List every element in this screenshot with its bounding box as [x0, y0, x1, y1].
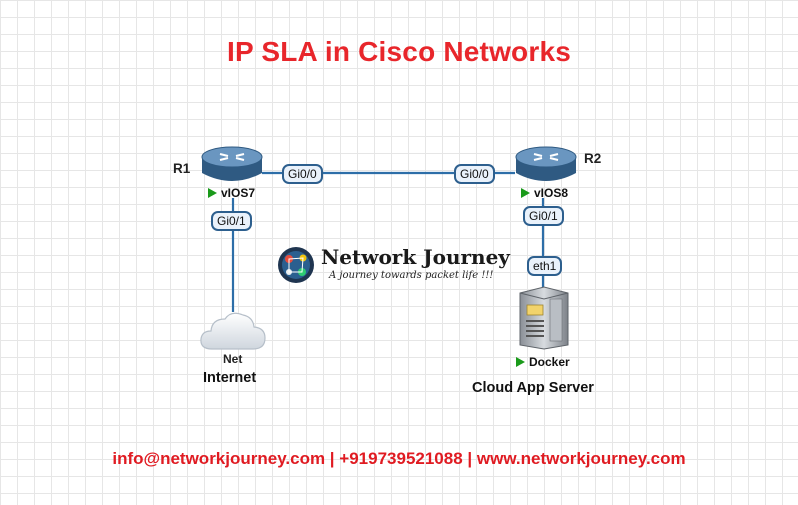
cloud-icon[interactable]: [198, 309, 268, 353]
r2-router-icon[interactable]: [514, 145, 578, 185]
if-r1-gi01: Gi0/1: [211, 211, 252, 231]
server-icon[interactable]: [516, 285, 572, 351]
if-r2-gi00: Gi0/0: [454, 164, 495, 184]
brand-tagline: A journey towards packet life !!!: [329, 270, 494, 281]
internet-caption: Internet: [203, 370, 257, 386]
diagram-title: IP SLA in Cisco Networks: [227, 36, 571, 67]
r2-image: vIOS8: [521, 186, 568, 200]
contact-footer: info@networkjourney.com | +919739521088 …: [112, 449, 686, 468]
cloud-label: Net: [223, 352, 243, 366]
brand-logo-icon: [276, 245, 316, 285]
docker-image: Docker: [516, 355, 570, 369]
play-icon: [516, 357, 525, 367]
docker-image-label: Docker: [529, 355, 570, 369]
if-r1-gi00: Gi0/0: [282, 164, 323, 184]
play-icon: [208, 188, 217, 198]
r1-label: R1: [173, 161, 191, 176]
r2-image-label: vIOS8: [534, 186, 569, 200]
r2-label: R2: [584, 151, 602, 166]
r1-router-icon[interactable]: [200, 145, 264, 185]
docker-caption: Cloud App Server: [472, 380, 594, 396]
r1-image: vIOS7: [208, 186, 255, 200]
if-docker-eth1: eth1: [527, 256, 563, 276]
r1-image-label: vIOS7: [221, 186, 256, 200]
if-r2-gi01: Gi0/1: [523, 206, 564, 226]
play-icon: [521, 188, 530, 198]
brand-name: Network Journey: [321, 245, 510, 269]
